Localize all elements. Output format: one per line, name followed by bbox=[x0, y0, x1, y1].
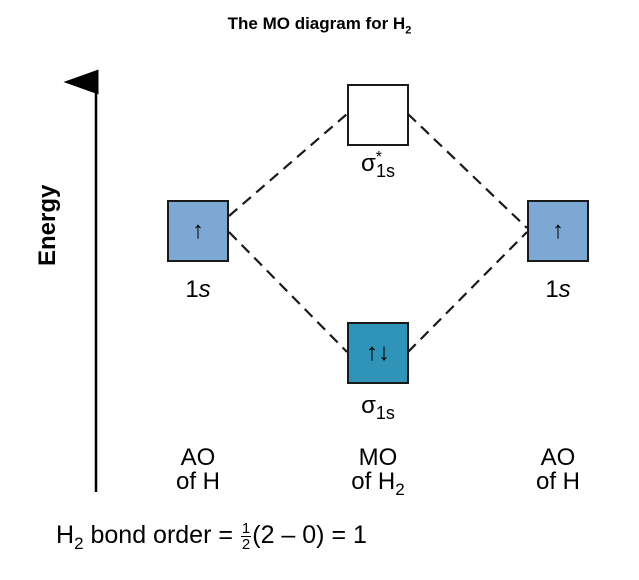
bonding-mo-label: σ1s bbox=[361, 392, 395, 423]
antibonding-mo-label: σ*1s bbox=[360, 149, 396, 181]
antibonding-mo-box bbox=[347, 84, 409, 146]
diagram-title: The MO diagram for H2 bbox=[227, 14, 412, 37]
connector-right-antibonding bbox=[407, 113, 528, 229]
right-ao-label: 1s bbox=[545, 276, 571, 303]
energy-axis-label: Energy bbox=[34, 184, 61, 266]
connector-left-antibonding bbox=[228, 113, 348, 217]
connector-right-bonding bbox=[407, 231, 528, 353]
bonding-mo-box: ↑↓ bbox=[347, 322, 409, 384]
connector-left-bonding bbox=[228, 231, 348, 353]
left-ao-box: ↑ bbox=[167, 200, 229, 262]
right-ao-box: ↑ bbox=[527, 200, 589, 262]
left-ao-label: 1s bbox=[185, 276, 211, 303]
